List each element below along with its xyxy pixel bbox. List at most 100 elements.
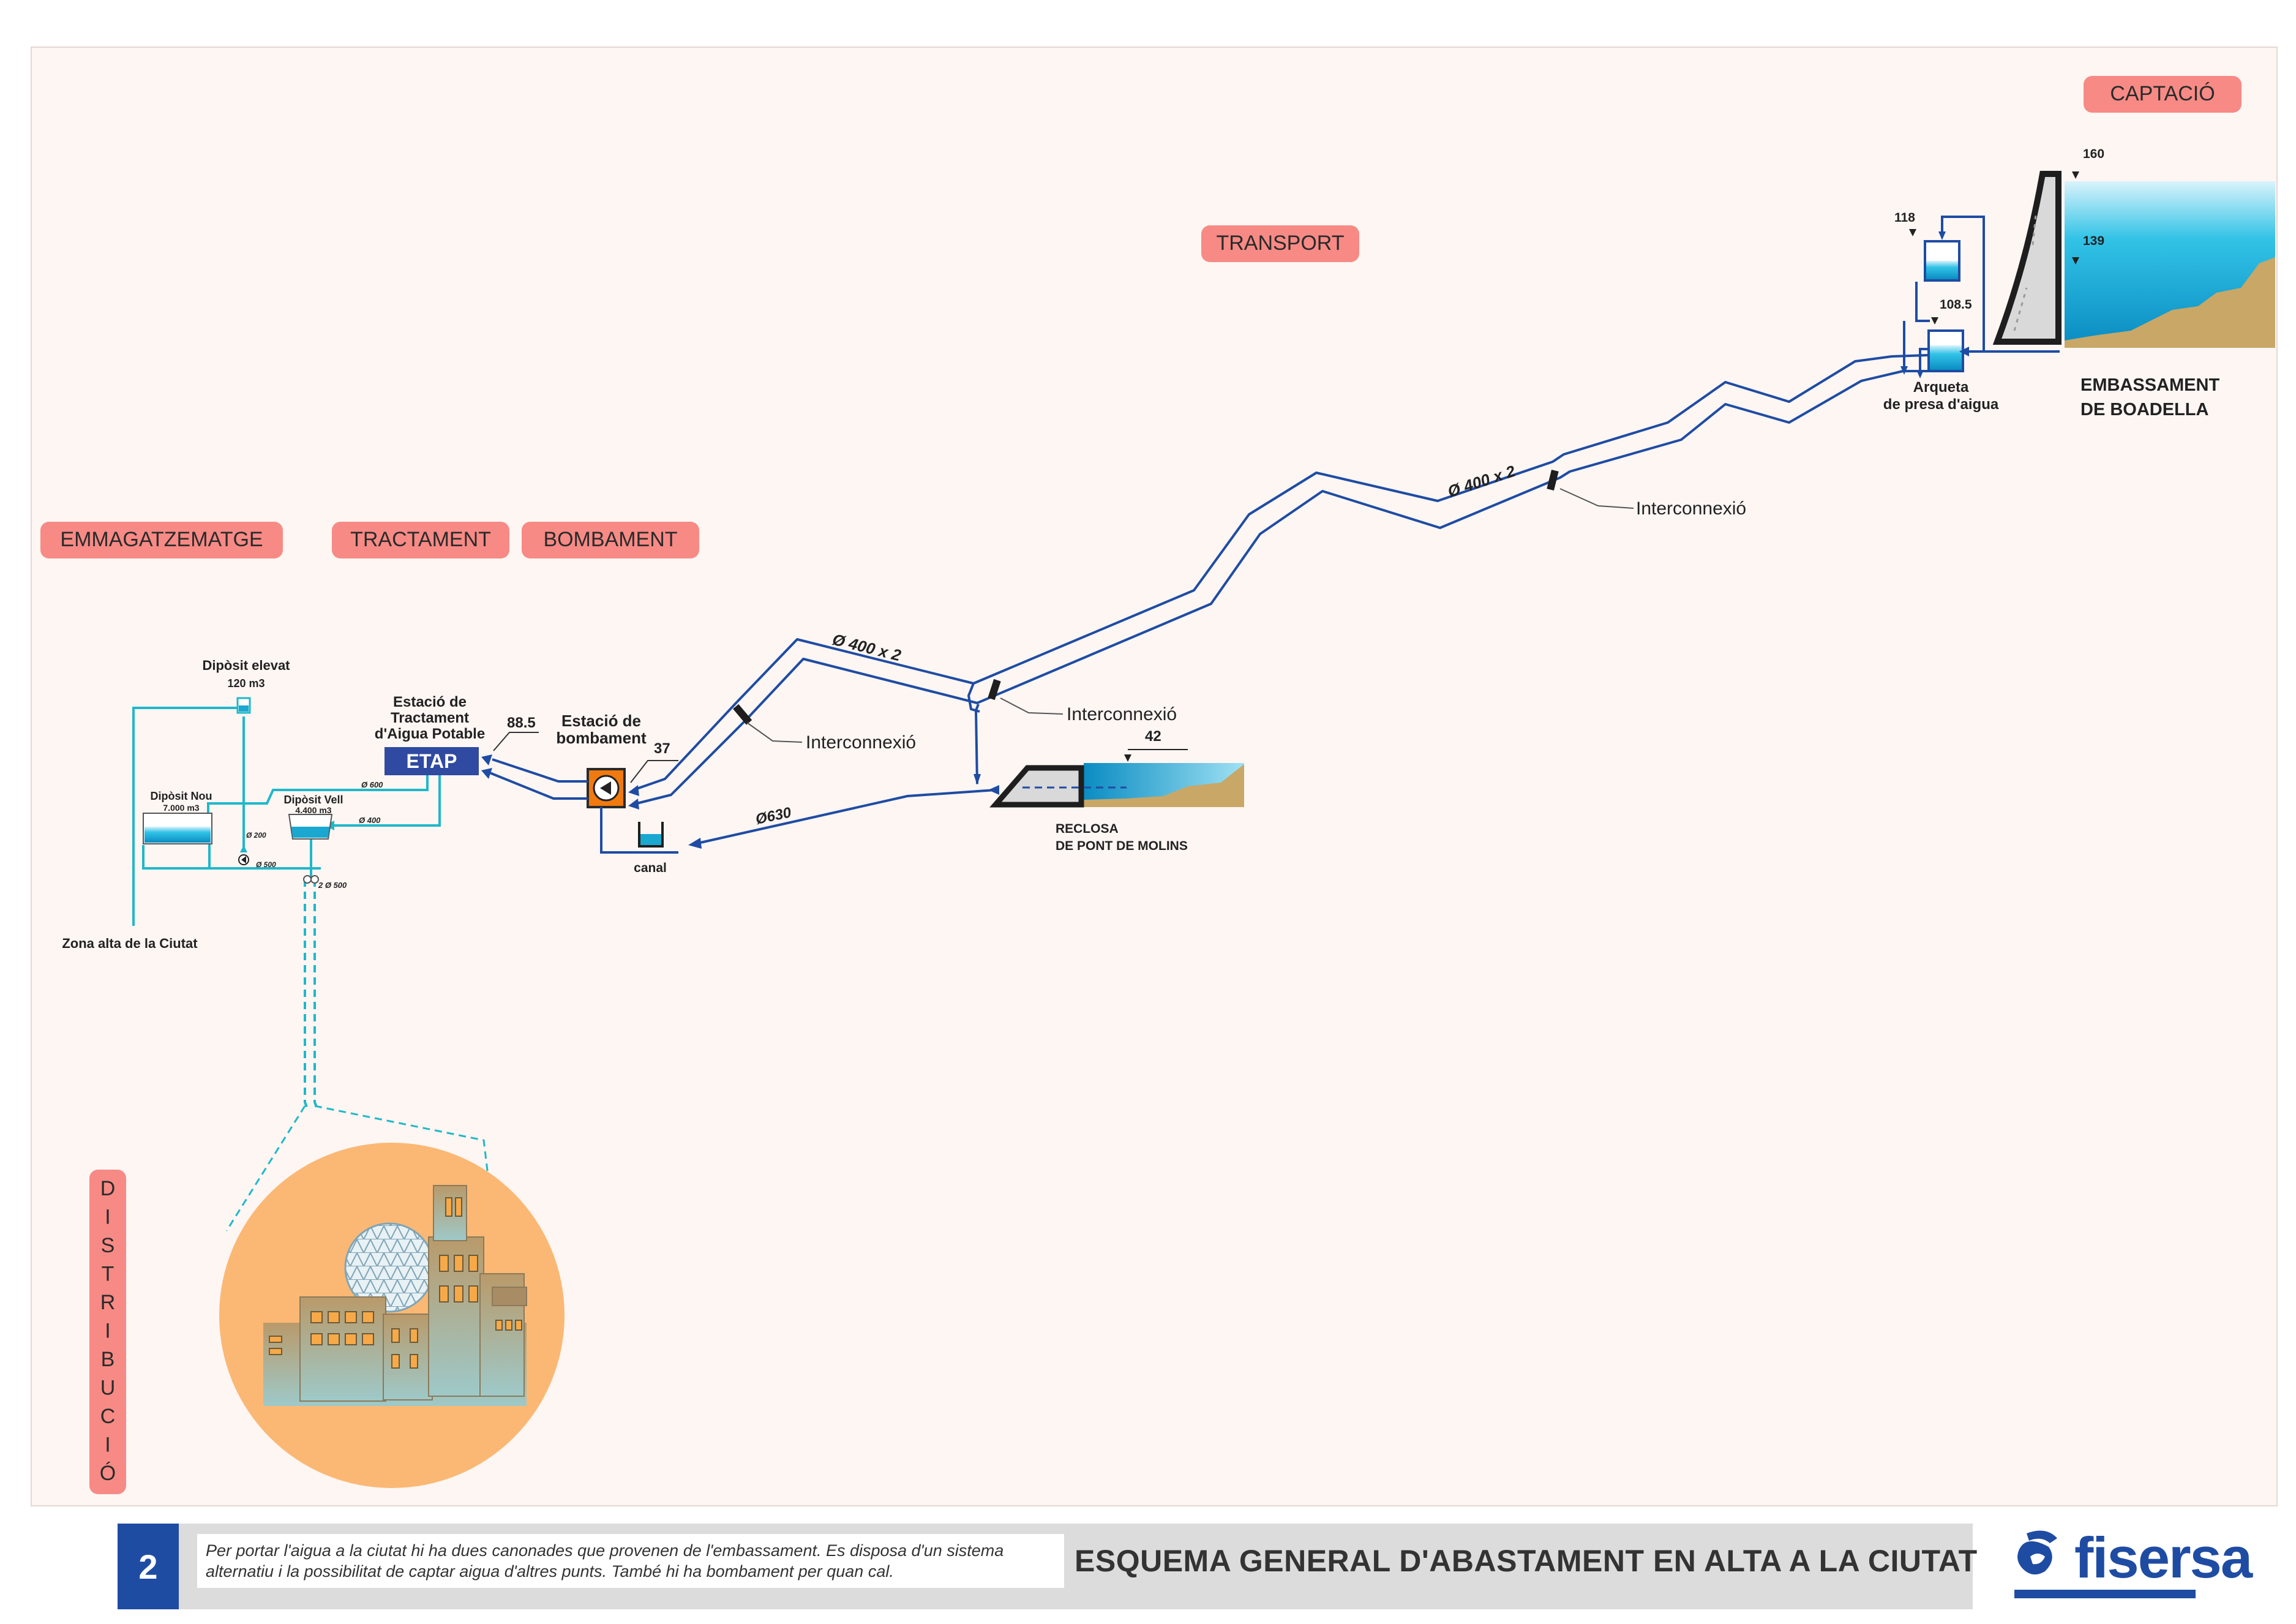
intake-pipes <box>1903 216 2060 370</box>
reservoir-label-1: EMBASSAMENT <box>2080 375 2219 395</box>
svg-text:EMMAGATZEMATGE: EMMAGATZEMATGE <box>60 528 263 551</box>
diposit-vell-label: Dipòsit Vell <box>283 794 343 806</box>
pipe-label-lower: Ø 400 x 2 <box>831 630 904 665</box>
distribucio-letter: B <box>101 1348 115 1371</box>
pump-station-label-2: bombament <box>556 729 647 747</box>
diposit-elevat-label: Dipòsit elevat <box>202 658 290 673</box>
etap-level-88-5: 88.5 <box>507 715 536 731</box>
valve-icon <box>241 856 246 863</box>
city-illustration <box>219 1143 565 1488</box>
canal-tank <box>638 822 664 848</box>
interconnection-label: Interconnexió <box>806 732 916 753</box>
arrow <box>974 774 981 785</box>
interconnection-marker <box>988 679 1001 701</box>
distribucio-letter: I <box>105 1434 110 1457</box>
level-118-marker <box>1909 229 1916 236</box>
diposit-elevat-volume: 120 m3 <box>227 677 264 690</box>
reservoir-boadella <box>2065 181 2275 348</box>
etap-label-3: d'Aigua Potable <box>375 726 485 742</box>
etap-label-2: Tractament <box>391 710 469 726</box>
arrow <box>1959 347 1969 356</box>
level-108-5-marker <box>1931 317 1938 325</box>
pump-level-line <box>630 760 678 783</box>
level-139-marker <box>2072 257 2079 265</box>
distribucio-letter: I <box>105 1320 110 1343</box>
svg-text:BOMBAMENT: BOMBAMENT <box>543 528 677 551</box>
diposit-nou-label: Dipòsit Nou <box>151 790 212 802</box>
arrow <box>481 768 492 779</box>
arrow <box>481 754 492 765</box>
distribucio-letter: T <box>102 1263 114 1286</box>
interconnection-leader <box>1559 488 1634 509</box>
section-badge-tractament: TRACTAMENT <box>332 522 509 558</box>
arqueta-label-1: Arqueta <box>1913 379 1969 396</box>
reclosa-label-1: RECLOSA <box>1056 822 1119 836</box>
etap-box[interactable]: ETAP <box>385 747 479 775</box>
footer-note-line-1: Per portar l'aigua a la ciutat hi ha due… <box>206 1541 1004 1560</box>
zona-alta-label: Zona alta de la Ciutat <box>62 936 198 951</box>
reclosa-level-marker <box>1124 754 1131 762</box>
level-108-5: 108.5 <box>1940 298 1972 312</box>
pump-station-label-1: Estació de <box>561 712 641 730</box>
logo-icon <box>2017 1530 2057 1575</box>
page-title: ESQUEMA GENERAL D'ABASTAMENT EN ALTA A L… <box>1075 1544 1978 1578</box>
level-118: 118 <box>1894 211 1915 225</box>
svg-text:TRANSPORT: TRANSPORT <box>1216 231 1344 255</box>
svg-text:ETAP: ETAP <box>407 750 457 772</box>
valve-icon <box>303 875 312 884</box>
logo-text: fisersa <box>2074 1525 2253 1590</box>
pump-level-37: 37 <box>654 740 670 757</box>
pipe-200-label: Ø 200 <box>246 831 266 840</box>
level-160-marker <box>2072 171 2079 179</box>
diposit-elevat-water <box>239 705 249 712</box>
pipe-500-label: Ø 500 <box>256 860 276 869</box>
transport-pipeline <box>736 354 1929 721</box>
svg-text:TRACTAMENT: TRACTAMENT <box>350 528 491 551</box>
section-badge-emmagatzematge: EMMAGATZEMATGE <box>40 522 283 558</box>
logo-underline <box>2014 1590 2196 1598</box>
pump-station[interactable] <box>587 768 626 808</box>
pipe-600-label: Ø 600 <box>361 780 383 789</box>
etap-label-1: Estació de <box>393 694 467 710</box>
interconnection-leader <box>746 722 803 743</box>
valve-icon <box>310 875 319 884</box>
pipe-2x500-label: 2 Ø 500 <box>318 881 347 890</box>
pipe-label-upper: Ø 400 x 2 <box>1446 462 1518 501</box>
arrow <box>1938 231 1946 240</box>
distribucio-letter: S <box>101 1234 115 1257</box>
reservoir-label-2: DE BOADELLA <box>2080 400 2209 419</box>
svg-text:CAPTACIÓ: CAPTACIÓ <box>2110 82 2215 105</box>
footer-note-line-2: alternatiu i la possibilitat de captar a… <box>206 1562 894 1581</box>
pipe-630 <box>700 789 996 844</box>
interconnection-leader <box>1000 697 1064 715</box>
arrow <box>628 785 639 796</box>
distribucio-letter: D <box>100 1177 116 1200</box>
diposit-vell-volume: 4.400 m3 <box>295 805 331 815</box>
distribucio-letter: R <box>100 1291 116 1314</box>
arrow <box>988 785 999 795</box>
level-139: 139 <box>2083 234 2104 248</box>
distribucio-letter: I <box>105 1206 110 1229</box>
reclosa-label-2: DE PONT DE MOLINS <box>1056 839 1188 853</box>
distribucio-letter: Ó <box>100 1462 116 1485</box>
dam <box>1992 171 2062 345</box>
reclosa-pont-de-molins <box>989 763 1244 808</box>
section-badge-transport: TRANSPORT <box>1201 225 1359 262</box>
interconnection-label: Interconnexió <box>1636 498 1746 519</box>
diposit-nou <box>143 813 212 844</box>
pipeline-to-etap <box>636 683 980 805</box>
etap-level-line <box>493 732 539 751</box>
section-badge-captacio: CAPTACIÓ <box>2084 76 2242 113</box>
reclosa-level-42: 42 <box>1145 728 1161 745</box>
arrow <box>688 838 702 849</box>
interconnection-marker <box>733 704 752 725</box>
diposit-nou-volume: 7.000 m3 <box>163 803 199 813</box>
section-badge-bombament: BOMBAMENT <box>522 522 699 558</box>
arrow <box>240 845 247 852</box>
footer-note: Per portar l'aigua a la ciutat hi ha due… <box>197 1534 1064 1588</box>
interconnection-marker <box>1547 470 1559 491</box>
diposit-vell <box>288 814 333 840</box>
distribucio-letter: U <box>100 1377 116 1400</box>
